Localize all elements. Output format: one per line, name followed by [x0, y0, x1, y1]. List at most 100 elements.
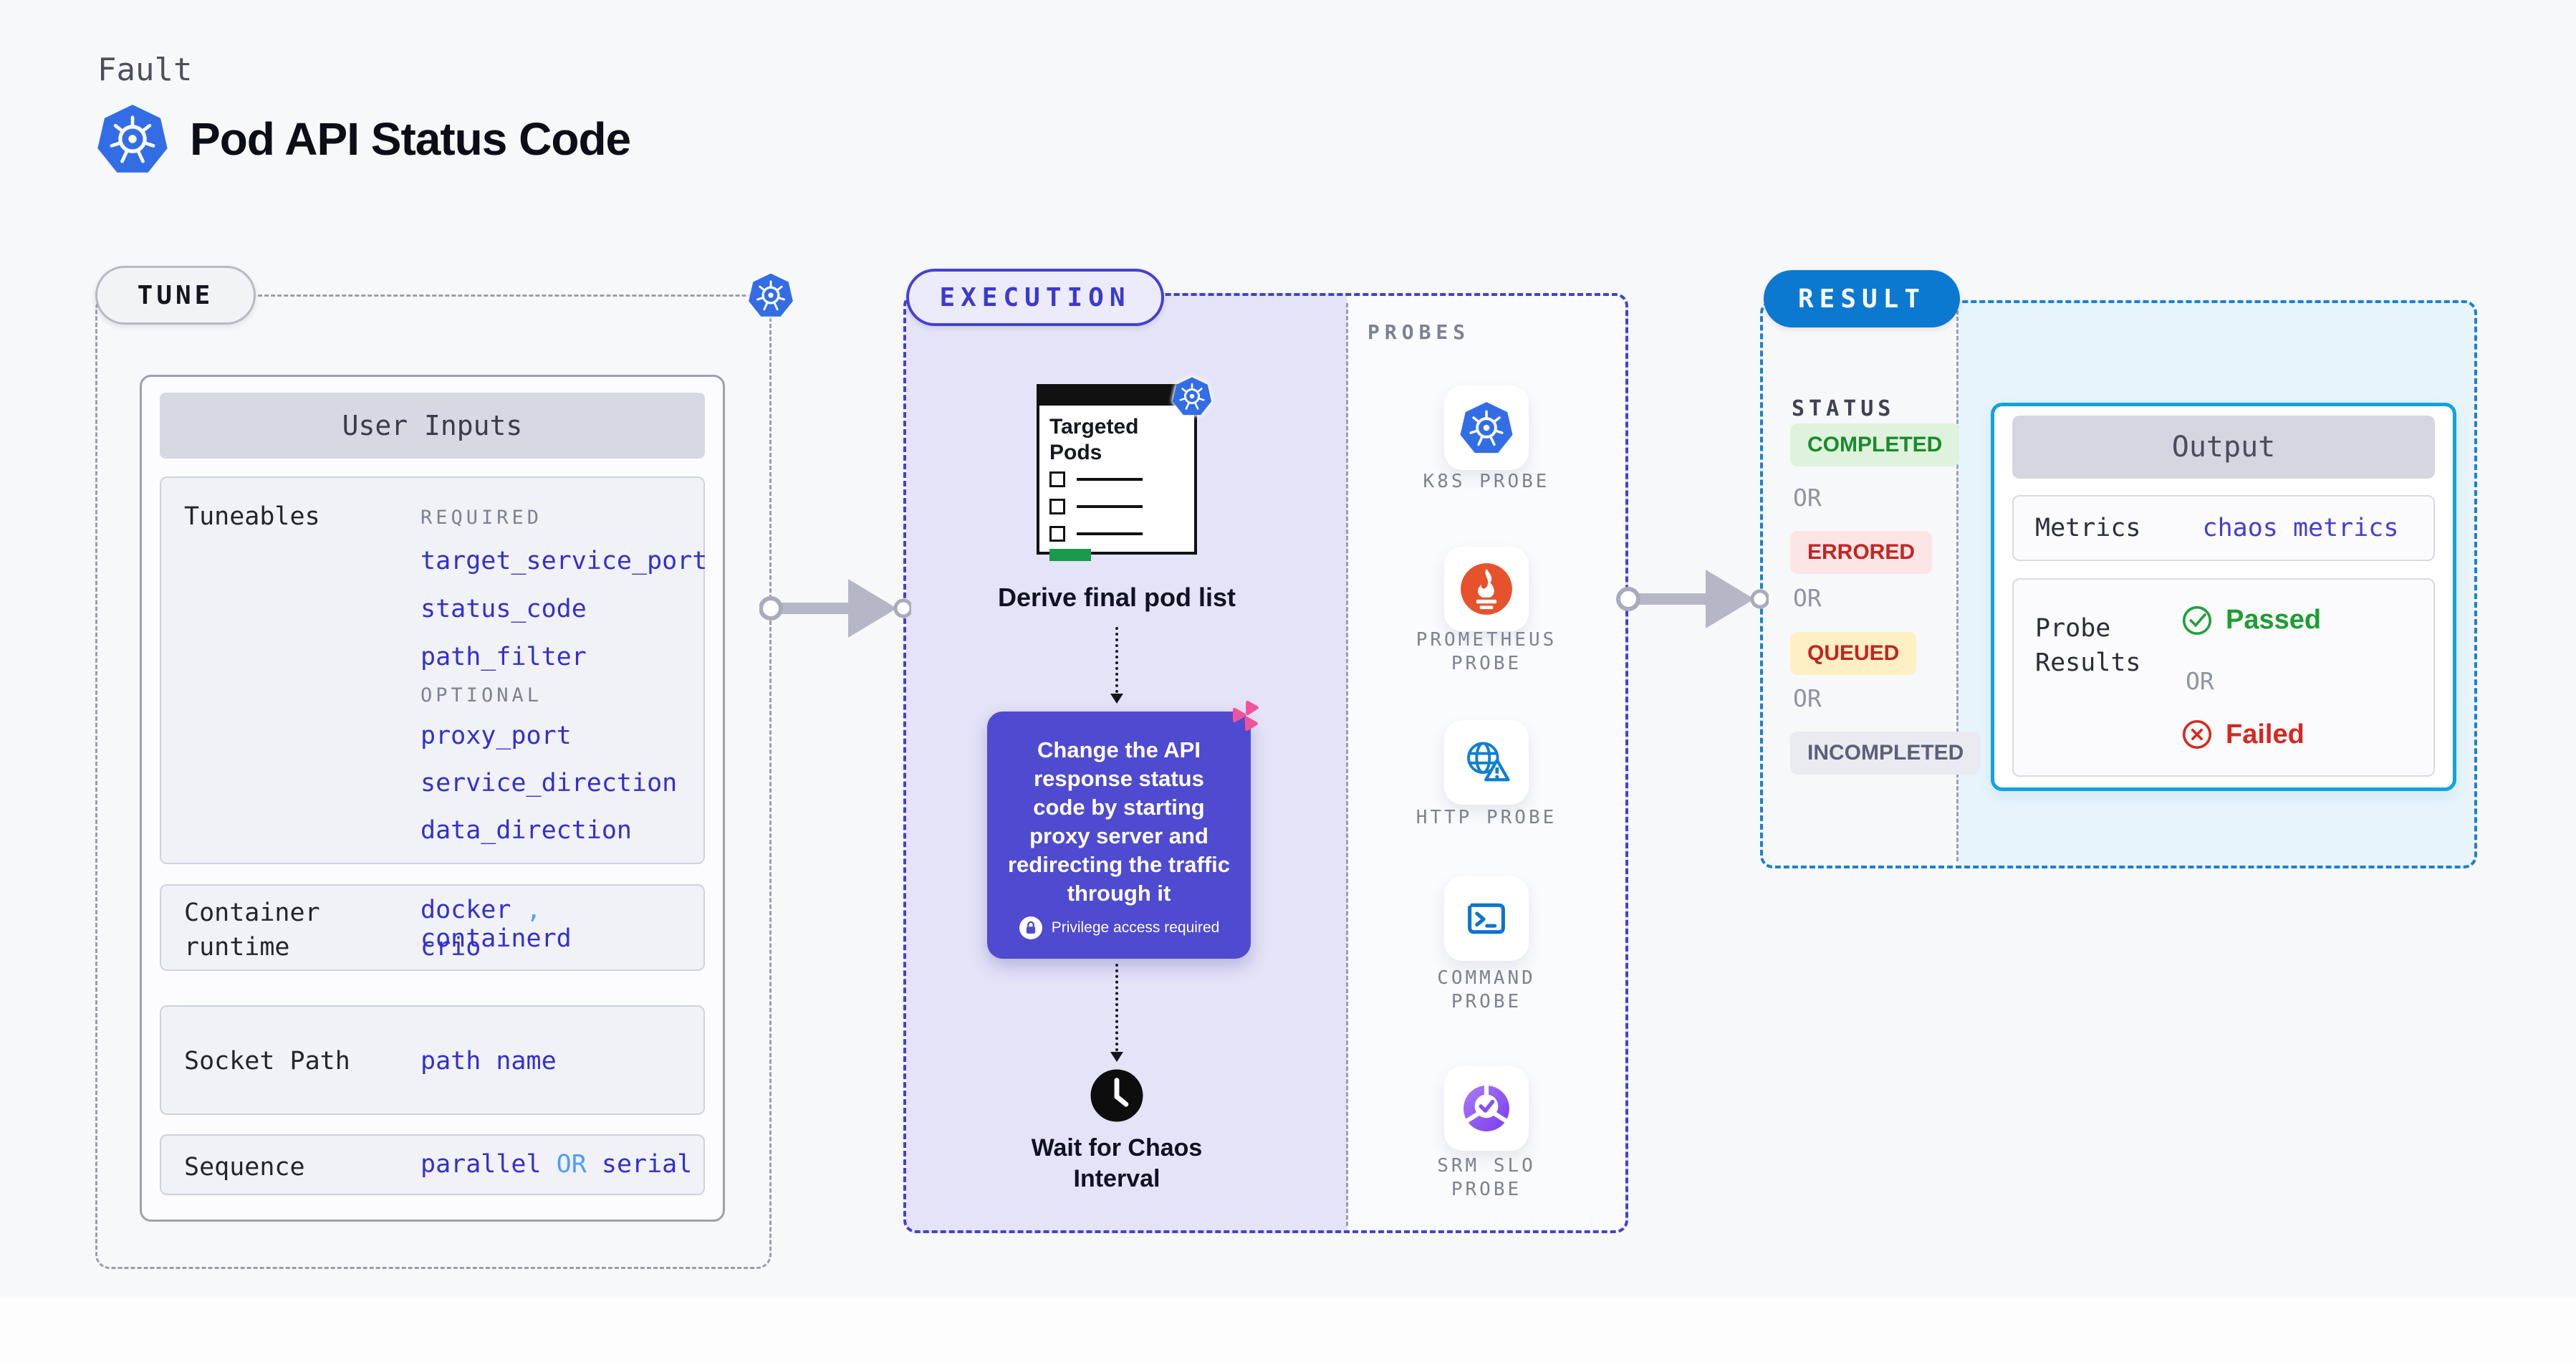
tune-section-box: [95, 294, 772, 1269]
tuneable-optional-param: proxy_port: [420, 722, 572, 750]
tuneables-row: Tuneables REQUIRED target_service_port s…: [160, 476, 708, 864]
k8s-probe-icon: [1458, 400, 1514, 456]
chaos-action-text: Change the API response status code by s…: [1007, 737, 1231, 906]
list-line: [1077, 532, 1143, 535]
probes-section-label: PROBES: [1368, 320, 1471, 344]
derive-pod-list-label: Derive final pod list: [997, 583, 1236, 612]
checkbox-icon: [1049, 471, 1065, 487]
bottom-band: [0, 1298, 2576, 1365]
probe-card-http: [1444, 720, 1529, 805]
pod-list-item: [1049, 499, 1143, 514]
required-group-label: REQUIRED: [420, 507, 543, 529]
failed-label: Failed: [2226, 719, 2305, 749]
probe-label: SRM SLO PROBE: [1437, 1155, 1536, 1200]
result-section-pill: RESULT: [1764, 270, 1960, 327]
tuneable-optional-param: service_direction: [420, 769, 678, 798]
metrics-value: chaos metrics: [2202, 514, 2399, 542]
status-badge-completed: COMPLETED: [1790, 423, 1960, 466]
srm-slo-probe-icon: [1458, 1081, 1514, 1136]
container-runtime-row: Container runtime docker , containerd cr…: [160, 884, 705, 971]
probe-card-k8s: [1444, 385, 1529, 470]
metrics-label: Metrics: [2035, 514, 2141, 542]
sequence-label: Sequence: [184, 1153, 305, 1182]
socket-path-label: Socket Path: [184, 1047, 350, 1076]
page-title-row: Pod API Status Code: [95, 102, 631, 176]
flow-arrow-down: [1110, 964, 1123, 1062]
probe-label: PROMETHEUS PROBE: [1416, 629, 1557, 674]
probe-label: COMMAND PROBE: [1437, 967, 1536, 1012]
sequence-values: parallel OR serial: [420, 1150, 692, 1179]
page-title: Pod API Status Code: [190, 113, 631, 165]
document-title-bar: [1039, 387, 1194, 406]
kubernetes-icon: [95, 102, 170, 176]
targeted-pods-graphic: Targeted Pods: [1037, 377, 1212, 561]
probe-results-label: Probe Results: [2035, 614, 2141, 677]
sequence-value-parallel: parallel: [420, 1150, 542, 1179]
container-runtime-label: Container runtime: [184, 899, 320, 962]
tuneable-required-param: path_filter: [420, 643, 587, 671]
kubernetes-icon: [1171, 375, 1213, 417]
lock-icon: [1019, 916, 1043, 940]
probe-label: HTTP PROBE: [1416, 807, 1557, 828]
sequence-row: Sequence parallel OR serial: [160, 1134, 705, 1195]
result-section-box: STATUS COMPLETED OR ERRORED OR QUEUED OR…: [1760, 300, 2477, 868]
probes-divider: [1346, 303, 1348, 1226]
kubernetes-icon: [747, 272, 794, 319]
result-divider: [1956, 310, 1959, 861]
status-badge-queued: QUEUED: [1790, 632, 1917, 675]
targeted-pods-title: Targeted Pods: [1049, 415, 1139, 464]
user-inputs-title: User Inputs: [160, 393, 705, 459]
pod-list-item: [1049, 526, 1143, 542]
probe-label: K8S PROBE: [1423, 471, 1550, 492]
or-separator: OR: [1793, 684, 1822, 712]
flow-arrow-down: [1110, 627, 1123, 704]
runtime-value-containerd: containerd: [420, 924, 572, 953]
tuneable-optional-param: data_direction: [420, 816, 633, 845]
output-card: Output Metrics chaos metrics Probe Resul…: [1991, 403, 2456, 791]
chaos-action-box: Change the API response status code by s…: [987, 700, 1259, 959]
probe-card-command: [1444, 876, 1529, 961]
sequence-value-serial: serial: [601, 1150, 693, 1179]
output-title: Output: [2012, 416, 2435, 479]
wait-chaos-interval-label: Wait for Chaos Interval: [1031, 1134, 1203, 1192]
prometheus-probe-icon: [1458, 561, 1514, 617]
probe-card-srm-slo: [1444, 1066, 1529, 1151]
execution-section-pill: EXECUTION: [906, 269, 1164, 326]
runtime-value-docker: docker: [420, 896, 511, 924]
socket-path-row: Socket Path path name: [160, 1005, 705, 1115]
check-circle-icon: [2180, 603, 2214, 637]
tune-section-pill: TUNE: [95, 266, 256, 325]
socket-path-value: path name: [420, 1047, 557, 1076]
passed-label: Passed: [2226, 604, 2322, 635]
checkbox-icon: [1049, 526, 1065, 542]
command-probe-icon: [1458, 891, 1514, 947]
user-inputs-card: User Inputs Tuneables REQUIRED target_se…: [140, 375, 725, 1222]
status-badge-incompleted: INCOMPLETED: [1790, 732, 1981, 775]
or-separator: OR: [1793, 484, 1822, 512]
list-line: [1077, 478, 1143, 481]
privilege-note: Privilege access required: [1051, 919, 1220, 936]
checkbox-icon: [1049, 499, 1065, 514]
sequence-or: OR: [556, 1150, 587, 1179]
list-line: [1077, 505, 1143, 508]
status-badge-errored: ERRORED: [1790, 531, 1933, 574]
probe-results-row: Probe Results Passed OR Failed: [2012, 578, 2435, 777]
probe-result-failed: Failed: [2180, 717, 2305, 752]
tuneables-label: Tuneables: [184, 502, 320, 531]
privilege-note-row: Privilege access required: [987, 916, 1251, 940]
pod-list-item: [1049, 471, 1143, 487]
tuneable-required-param: target_service_port: [420, 547, 708, 575]
execution-to-result-arrow: [1614, 560, 1769, 638]
runtime-separator: ,: [526, 896, 542, 924]
optional-group-label: OPTIONAL: [420, 684, 543, 707]
metrics-row: Metrics chaos metrics: [2012, 495, 2435, 561]
probe-card-prometheus: [1444, 547, 1529, 631]
chaos-pinwheel-icon: [1228, 697, 1265, 734]
http-probe-icon: [1458, 734, 1514, 790]
container-runtime-values: docker , containerd: [420, 896, 703, 953]
execution-section-box: Targeted Pods Derive final pod list Chan…: [903, 293, 1628, 1233]
probe-result-passed: Passed: [2180, 603, 2321, 637]
clock-icon: [1090, 1068, 1144, 1123]
tune-to-execution-arrow: [759, 569, 911, 648]
